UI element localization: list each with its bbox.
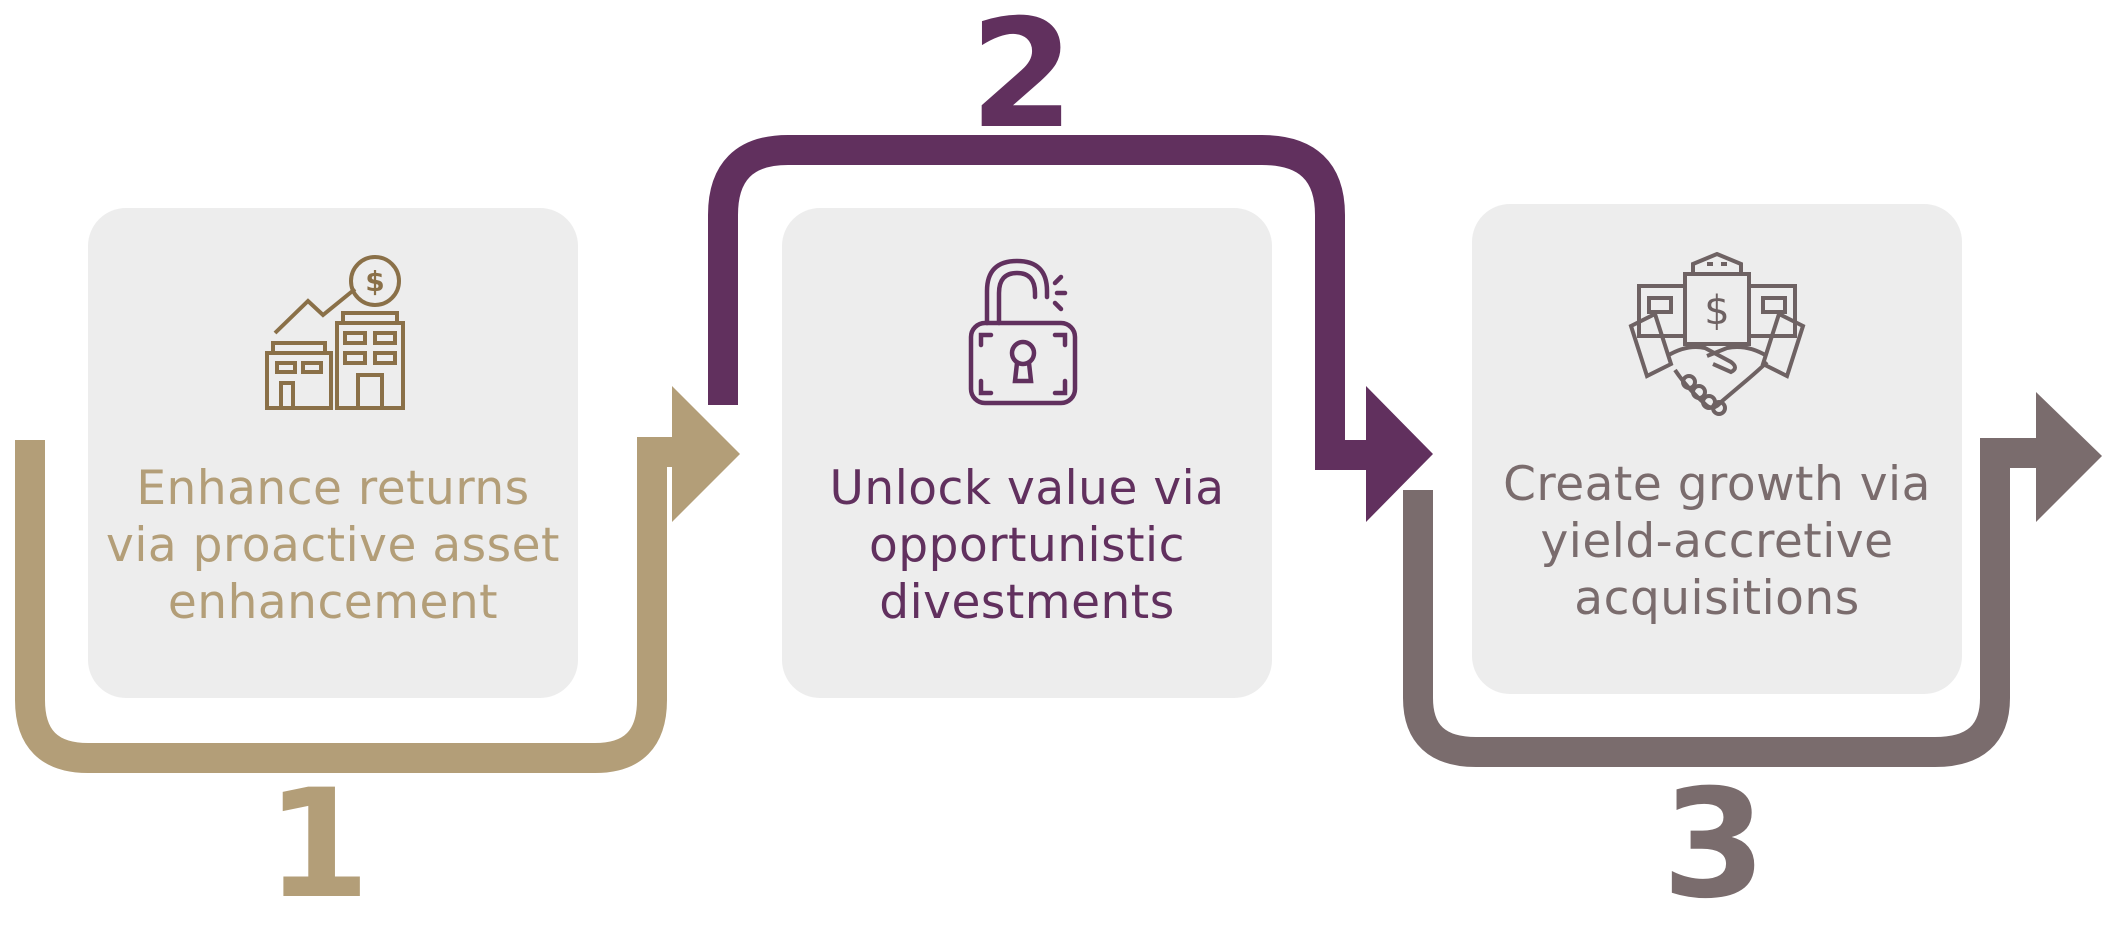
step3-number: 3: [1661, 758, 1767, 932]
step2-number: 2: [969, 0, 1075, 162]
step2-arrow: [1366, 386, 1433, 522]
step1-connector: [15, 437, 690, 773]
step3-connector: [1403, 438, 2045, 767]
building-growth-icon: $: [265, 255, 405, 410]
step1-arrow: [672, 386, 740, 522]
step2-connector: [708, 135, 1375, 470]
step1-card: $ Enhance returns via proactive asset en…: [88, 208, 578, 698]
handshake-acquisition-icon: $: [1628, 252, 1806, 416]
flow-connectors: [15, 135, 2102, 773]
step2-card: Unlock value via opportunistic divestmen…: [782, 208, 1272, 698]
unlocked-padlock-icon: [968, 258, 1078, 406]
step2-text: Unlock value via opportunistic divestmen…: [829, 461, 1225, 630]
step1-number: 1: [265, 758, 371, 932]
step3-card: $ Create growth via yield-accretive acqu…: [1472, 204, 1962, 694]
process-diagram: 1 2 3 $ Enhance returns via proactive as…: [15, 0, 2102, 920]
step3-text: Create growth via yield-accretive acquis…: [1503, 457, 1931, 626]
svg-text:$: $: [1704, 288, 1729, 334]
svg-text:$: $: [365, 265, 384, 298]
step1-text: Enhance returns via proactive asset enha…: [106, 461, 560, 630]
step3-arrow: [2036, 392, 2102, 522]
